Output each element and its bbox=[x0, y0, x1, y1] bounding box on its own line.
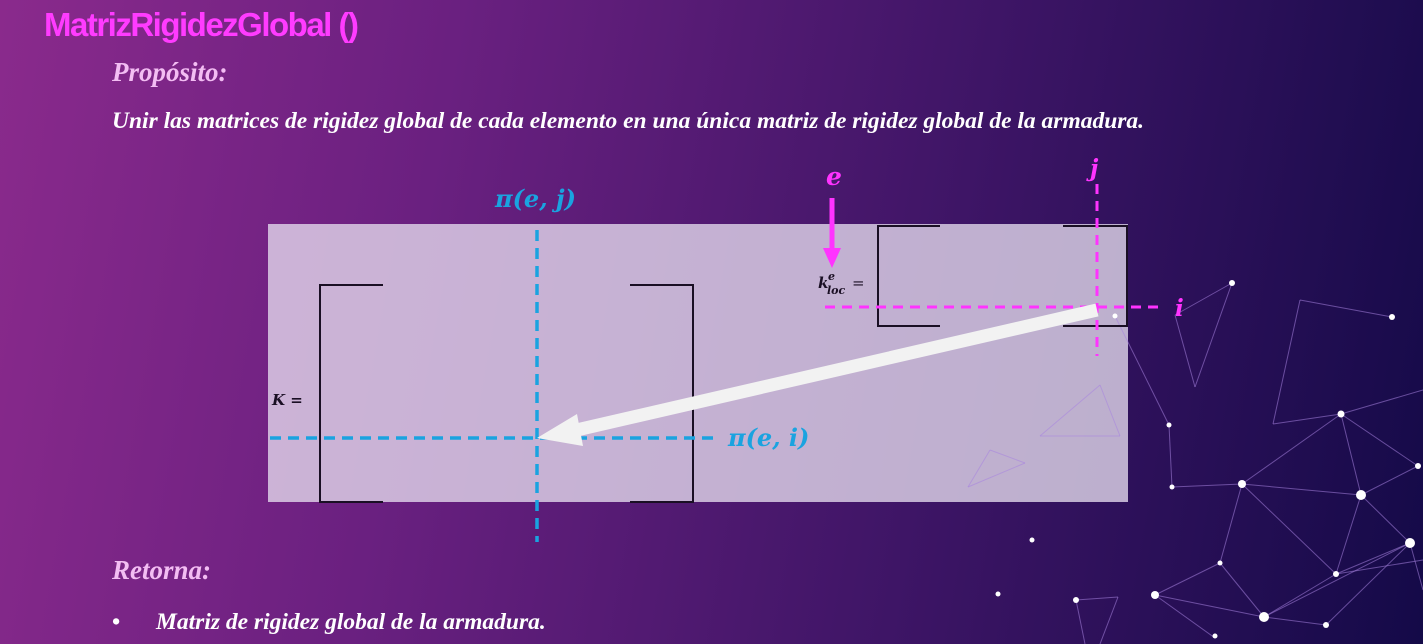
global-col-label: π(e, j) bbox=[494, 184, 576, 213]
returns-item-text: Matriz de rigidez global de la armadura. bbox=[156, 609, 546, 635]
returns-label: Retorna: bbox=[112, 555, 212, 585]
local-matrix-label-sup: e bbox=[828, 270, 835, 283]
bullet-icon: • bbox=[112, 609, 121, 635]
network-decoration bbox=[967, 282, 1423, 644]
diagram-panel bbox=[268, 224, 1128, 502]
returns-list-item: • Matriz de rigidez global de la armadura… bbox=[112, 609, 546, 636]
mapping-arrow bbox=[537, 303, 1099, 446]
global-row-label: π(e, i) bbox=[727, 423, 809, 452]
local-matrix-label-eq: = bbox=[852, 274, 865, 292]
network-nodes bbox=[995, 280, 1421, 639]
slide-title: MatrizRigidezGlobal () bbox=[44, 6, 359, 43]
local-index-lines bbox=[825, 184, 1165, 356]
global-matrix-label: K = bbox=[271, 391, 303, 409]
element-label: e bbox=[826, 162, 842, 191]
element-arrow bbox=[823, 198, 841, 268]
global-matrix-brackets bbox=[319, 284, 694, 503]
local-matrix-label-sub: loc bbox=[827, 284, 846, 297]
local-matrix-label-base: k bbox=[818, 274, 828, 292]
row-index-label: i bbox=[1175, 295, 1184, 322]
col-index-label: j bbox=[1086, 155, 1099, 182]
global-index-lines bbox=[270, 230, 720, 542]
local-matrix-brackets bbox=[877, 225, 1128, 327]
purpose-label: Propósito: bbox=[112, 57, 228, 87]
purpose-text: Unir las matrices de rigidez global de c… bbox=[112, 108, 1145, 134]
